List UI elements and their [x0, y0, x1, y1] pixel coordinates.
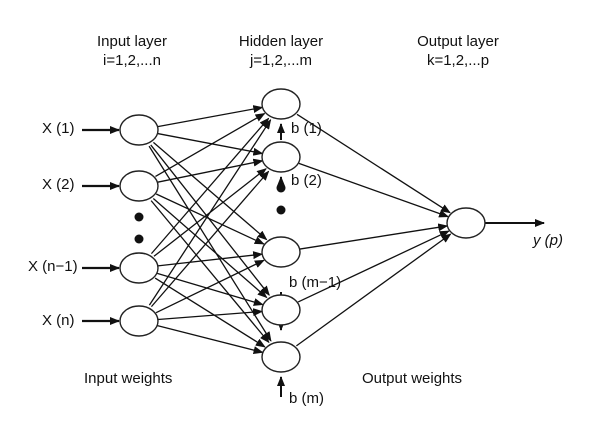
hidden-node-5	[261, 341, 301, 373]
output-label: y (p)	[533, 232, 563, 250]
connection-hidden-5-output	[296, 233, 452, 347]
bias-label-bm: b (m)	[289, 390, 324, 407]
connection-input-3-hidden-3	[157, 251, 264, 267]
connection-input-3-hidden-1	[150, 117, 270, 255]
input-weights-label: Input weights	[84, 370, 173, 387]
bias-label-b2: b (2)	[291, 172, 322, 189]
ellipsis-dot-4	[276, 205, 286, 215]
connection-input-1-hidden-4	[150, 144, 270, 296]
output-label-p: p	[549, 232, 559, 249]
input-label-xn-1: X (n−1)	[28, 258, 78, 275]
connection-hidden-3-output	[299, 223, 449, 250]
input-label-x1: X (1)	[42, 120, 75, 137]
nodes	[119, 88, 486, 373]
ellipsis-dot-2	[134, 234, 144, 244]
connection-input-1-hidden-5	[148, 145, 272, 342]
connection-input-1-hidden-2	[157, 132, 264, 156]
connection-input-4-hidden-1	[148, 119, 272, 306]
connection-input-2-hidden-5	[150, 200, 270, 344]
input-label-xn: X (n)	[42, 312, 75, 329]
connection-input-2-hidden-4	[152, 198, 268, 299]
ellipsis-dot-1	[134, 212, 144, 222]
hidden-node-2	[261, 141, 301, 173]
connection-input-2-hidden-3	[155, 193, 265, 245]
connection-hidden-2-output	[298, 162, 450, 218]
connection-input-4-hidden-4	[157, 308, 264, 321]
output-layer-header: Output layer k=1,2,...p	[388, 32, 528, 70]
connection-input-1-hidden-3	[152, 141, 268, 241]
input-node-4	[119, 305, 159, 337]
input-label-x2: X (2)	[42, 176, 75, 193]
connection-input-2-hidden-1	[155, 112, 266, 178]
connections	[148, 105, 452, 354]
connection-input-4-hidden-5	[157, 325, 264, 354]
hidden-node-4	[261, 294, 301, 326]
connection-input-2-hidden-2	[157, 158, 264, 183]
connection-input-3-hidden-5	[154, 277, 266, 348]
output-layer-index: k=1,2,...p	[426, 52, 490, 69]
output-layer-title: Output layer	[417, 33, 499, 50]
hidden-node-3	[261, 236, 301, 268]
connection-input-1-hidden-1	[157, 105, 264, 128]
connection-input-4-hidden-3	[155, 259, 265, 314]
input-node-2	[119, 170, 159, 202]
connection-input-4-hidden-2	[150, 170, 270, 308]
connection-input-3-hidden-4	[157, 272, 264, 306]
bias-label-bm-1: b (m−1)	[289, 274, 342, 291]
output-weights-label: Output weights	[362, 370, 463, 387]
output-label-open: (	[540, 232, 550, 249]
input-node-3	[119, 252, 159, 284]
hidden-layer-index: j=1,2,...m	[249, 52, 313, 69]
output-label-y: y	[533, 232, 541, 249]
input-layer-header: Input layer i=1,2,...n	[62, 32, 202, 70]
bias-label-b1: b (1)	[291, 120, 322, 137]
input-layer-index: i=1,2,...n	[103, 52, 161, 69]
output-node	[446, 207, 486, 239]
input-node-1	[119, 114, 159, 146]
hidden-layer-header: Hidden layer j=1,2,...m	[211, 32, 351, 70]
input-layer-title: Input layer	[96, 33, 168, 50]
hidden-layer-title: Hidden layer	[238, 33, 324, 50]
connection-hidden-4-output	[297, 230, 450, 303]
ellipsis-dots	[134, 183, 286, 244]
output-label-close: )	[558, 232, 564, 249]
ellipsis-dot-3	[276, 183, 286, 193]
connection-hidden-1-output	[296, 113, 451, 214]
hidden-node-1	[261, 88, 301, 120]
